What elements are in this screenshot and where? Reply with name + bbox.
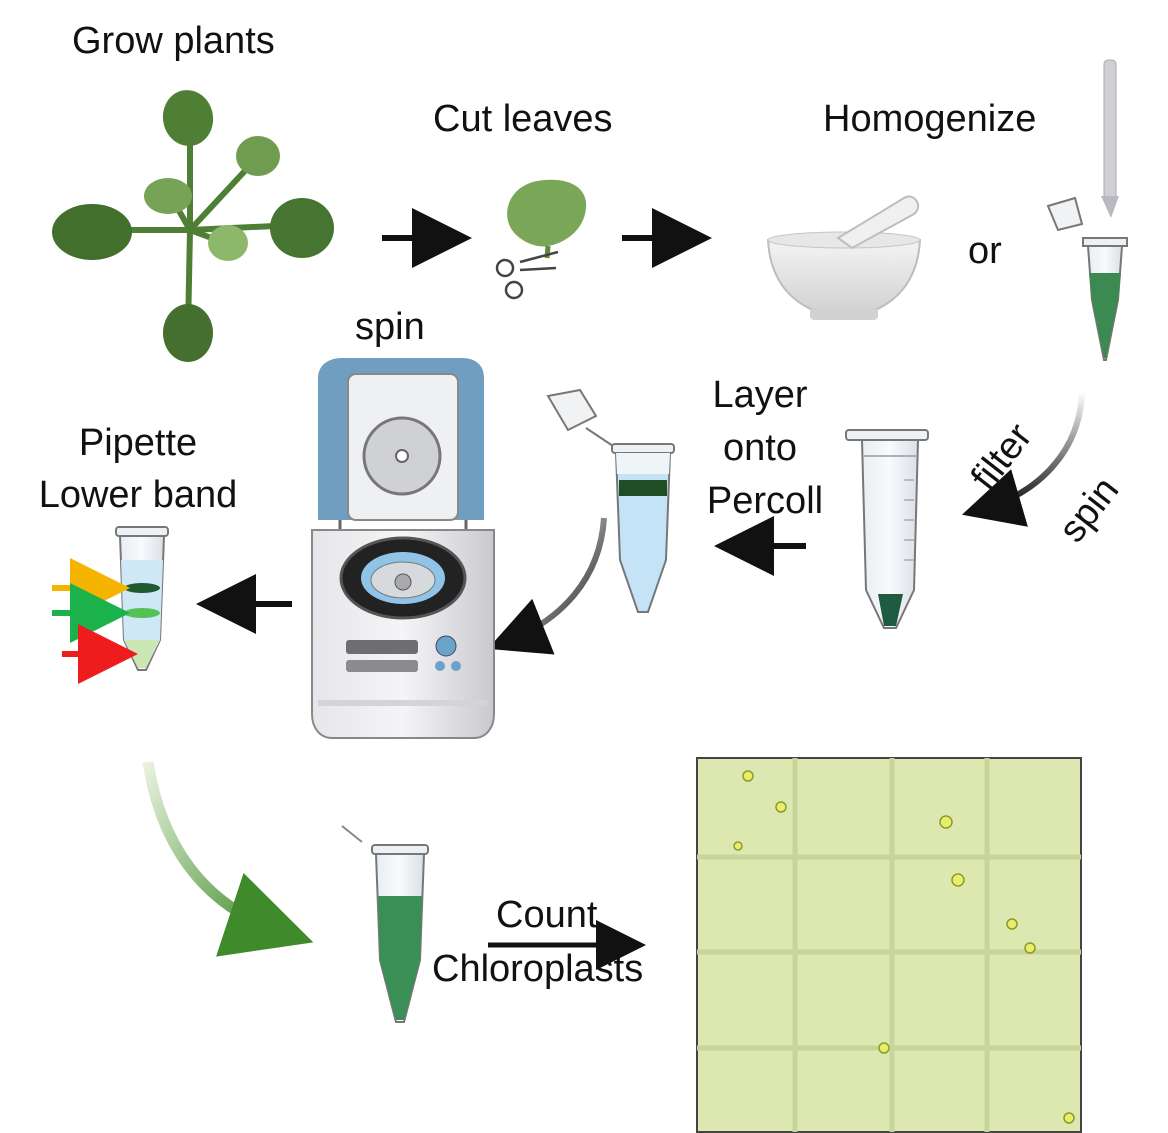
percoll-tube-icon bbox=[546, 388, 675, 613]
label-count: Count bbox=[496, 894, 598, 936]
arrow-filter-spin bbox=[961, 391, 1085, 527]
mortar-pestle-icon bbox=[766, 195, 922, 320]
hemocytometer-image bbox=[696, 757, 1082, 1133]
label-homogenize: Homogenize bbox=[823, 98, 1037, 140]
scissors-icon bbox=[495, 250, 559, 300]
label-layer-line-3: Percoll bbox=[706, 480, 824, 522]
plant-rosette-icon bbox=[52, 90, 334, 362]
label-pipette-line-2: Lower band bbox=[38, 474, 238, 516]
arrow-percoll-to-spin bbox=[487, 517, 607, 655]
label-grow-plants: Grow plants bbox=[72, 20, 275, 62]
pestle-rod-icon bbox=[1101, 59, 1119, 218]
label-layer-line-2: onto bbox=[723, 427, 797, 469]
gradient-tube-icon bbox=[115, 526, 169, 671]
label-layer-line-1: Layer bbox=[712, 374, 808, 416]
label-or: or bbox=[968, 230, 1002, 272]
centrifuge-icon bbox=[311, 358, 495, 739]
label-cut-leaves: Cut leaves bbox=[433, 98, 613, 140]
label-chloroplasts: Chloroplasts bbox=[432, 948, 644, 990]
green-curved-arrow bbox=[142, 761, 314, 957]
label-spin-centrifuge: spin bbox=[355, 306, 425, 348]
pellet-tube-icon bbox=[845, 429, 929, 629]
label-pipette-line-1: Pipette bbox=[78, 422, 198, 464]
chloroplast-tube-icon bbox=[341, 825, 429, 1023]
homogenizer-tube-icon bbox=[1046, 196, 1128, 361]
leaf-icon bbox=[507, 179, 587, 259]
